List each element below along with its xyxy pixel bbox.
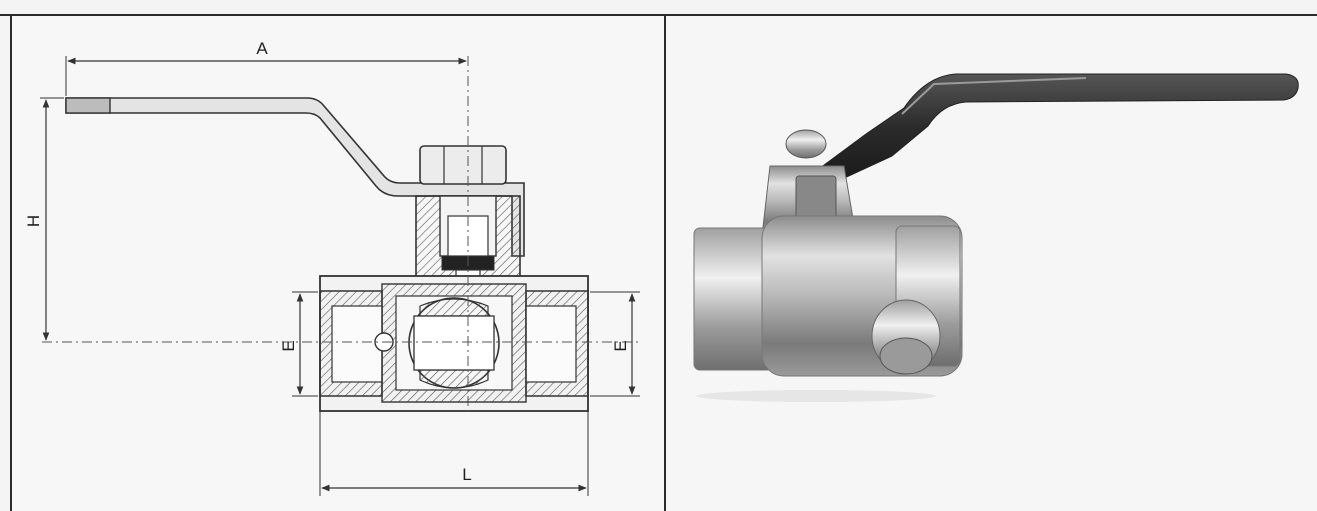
- technical-drawing-panel: A H E E L: [12, 16, 664, 511]
- ball-valve-photo: [693, 73, 1299, 402]
- product-photo-panel: [666, 16, 1317, 511]
- ball-valve-drawing: A H E E L: [24, 39, 642, 496]
- dim-label-e-left: E: [279, 340, 298, 351]
- dim-label-a: A: [256, 39, 268, 58]
- dim-label-h: H: [24, 215, 43, 227]
- frame-left-border: [10, 15, 12, 511]
- stem-nut: [419, 145, 507, 185]
- frame-divider: [664, 15, 666, 511]
- lever-tip: [65, 97, 111, 114]
- dim-label-l: L: [462, 465, 471, 484]
- photo-stem-nut: [785, 129, 827, 159]
- dim-label-e-right: E: [611, 340, 630, 351]
- frame-top-border: [0, 14, 1317, 16]
- photo-lever-handle: [815, 73, 1299, 182]
